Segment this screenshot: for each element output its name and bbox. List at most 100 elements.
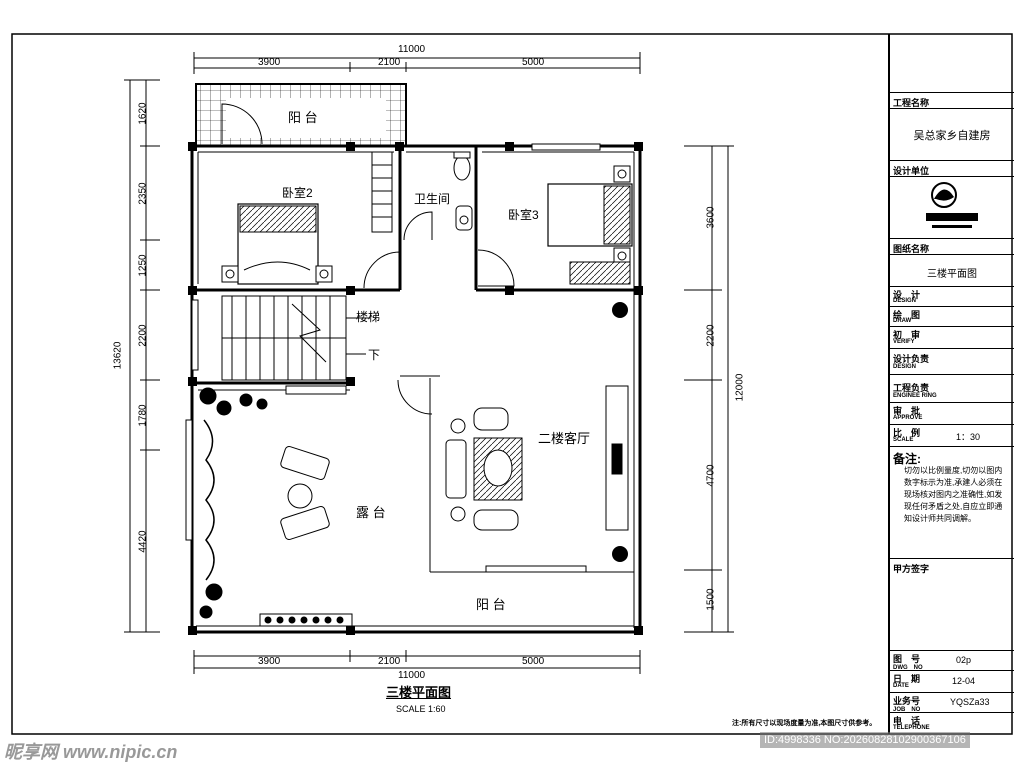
scale-label: 比 例 <box>893 428 921 438</box>
job-label: 业务号 <box>893 696 921 706</box>
staircase <box>221 295 370 381</box>
tb-logo-row <box>890 176 1014 239</box>
remarks-label: 备注: <box>893 452 921 466</box>
terrace-plants <box>199 385 353 627</box>
dwg-label: 图 号 <box>893 654 921 664</box>
drawing-name: 三楼平面图 <box>927 269 977 280</box>
label-bathroom: 卫生间 <box>414 192 451 206</box>
dim-left-seg2: 2350 <box>137 182 149 205</box>
client-sign-label: 甲方签字 <box>893 564 930 574</box>
approve-label: 审 批 <box>893 406 921 416</box>
bed-bedroom2 <box>221 203 333 285</box>
drawing-scale: SCALE 1:60 <box>396 704 446 714</box>
label-down: 下 <box>368 348 381 362</box>
design-unit-label: 设计单位 <box>893 166 930 176</box>
dim-left-seg5: 1780 <box>137 404 149 427</box>
tel-en: TELEPHONE <box>893 725 930 731</box>
wardrobe-bedroom3 <box>569 261 631 285</box>
remarks-text: 切勿以比例量度,切勿以图内数字标示为准,承建人必须在现场核对图内之准确性,如发现… <box>904 466 1003 523</box>
tb-unit-label-row: 设计单位 <box>890 160 1014 177</box>
tb-remarks-row: 备注: 切勿以比例量度,切勿以图内数字标示为准,承建人必须在现场核对图内之准确性… <box>890 446 1014 559</box>
eng-lead-en: ENGINEE RING <box>893 393 937 399</box>
scale-value: 1：30 <box>956 432 981 442</box>
bathroom-fixtures <box>403 151 473 241</box>
tb-verify-row: 初 审 VERIFY <box>890 326 1014 349</box>
dim-top-total: 11000 <box>398 44 426 55</box>
dim-left-seg4: 2200 <box>137 324 149 347</box>
dim-right-seg4: 1500 <box>705 588 717 611</box>
dim-right-seg2: 2200 <box>705 324 717 347</box>
job-value: YQSZa33 <box>950 697 990 707</box>
dim-bottom-total: 11000 <box>398 670 426 681</box>
terrace-furniture <box>280 445 330 541</box>
tb-design-row: 设 计 DESIGN <box>890 286 1014 307</box>
dimension-left <box>124 79 160 633</box>
columns <box>188 142 643 635</box>
footnote: 注:所有尺寸以现场度量为准,本图尺寸供参考。 <box>732 720 877 727</box>
label-terrace: 露 台 <box>356 505 386 520</box>
dim-top-seg3: 5000 <box>522 57 545 68</box>
draw-label: 绘 图 <box>893 310 921 320</box>
company-logo-icon <box>926 182 978 228</box>
label-bedroom3: 卧室3 <box>508 208 539 222</box>
living-room-furniture <box>445 385 629 531</box>
tb-drawing-row: 三楼平面图 <box>890 254 1014 287</box>
dim-bottom-seg2: 2100 <box>378 656 401 667</box>
tel-label: 电 话 <box>893 716 921 726</box>
tb-design-lead-row: 设计负责 DESIGN <box>890 348 1014 375</box>
watermark-site: 昵享网 www.nipic.cn <box>4 742 178 762</box>
tb-job-row: 业务号 JOB NO YQSZa33 <box>890 692 1014 713</box>
wardrobe-bedroom2 <box>371 151 393 233</box>
drawing-title: 三楼平面图 <box>386 685 452 700</box>
tb-draw-row: 绘 图 DRAW <box>890 306 1014 327</box>
project-name-label: 工程名称 <box>893 98 930 108</box>
dwg-en: DWG NO <box>893 665 923 671</box>
verify-en: VERIFY <box>893 339 915 345</box>
dim-left-seg6: 4420 <box>137 530 149 553</box>
label-living-room: 二楼客厅 <box>538 431 591 446</box>
draw-en: DRAW <box>893 318 912 324</box>
dimension-bottom <box>193 650 641 674</box>
tb-scale-row: 比 例 SCALE 1：30 <box>890 424 1014 447</box>
dim-top-seg1: 3900 <box>258 57 281 68</box>
project-name: 吴总家乡自建房 <box>913 130 991 142</box>
label-balcony-top: 阳 台 <box>288 110 318 125</box>
tb-eng-lead-row: 工程负责 ENGINEE RING <box>890 374 1014 403</box>
tb-dwg-row: 图 号 DWG NO 02p <box>890 650 1014 671</box>
dim-bottom-seg3: 5000 <box>522 656 545 667</box>
tb-approve-row: 审 批 APPROVE <box>890 402 1014 425</box>
date-value: 12-04 <box>952 676 976 686</box>
dim-bottom-seg1: 3900 <box>258 656 281 667</box>
job-en: JOB NO <box>893 707 921 713</box>
tb-project-label-row: 工程名称 <box>890 92 1014 109</box>
dim-left-seg1: 1620 <box>137 102 149 125</box>
dim-right-total: 12000 <box>734 373 746 402</box>
title-block: 工程名称 吴总家乡自建房 设计单位 图纸名称 三楼平面图 设 计 DESIGN … <box>888 34 1014 734</box>
tb-date-row: 日 期 DATE 12-04 <box>890 670 1014 693</box>
dim-right-seg1: 3600 <box>705 206 717 229</box>
design-en: DESIGN <box>893 298 917 304</box>
tb-drawing-label-row: 图纸名称 <box>890 238 1014 255</box>
dim-top-seg2: 2100 <box>378 57 401 68</box>
bed-bedroom3 <box>547 165 633 265</box>
verify-label: 初 审 <box>893 330 921 340</box>
watermark-id: ID:4998336 NO:20260828102900367106 <box>760 732 970 748</box>
design-label: 设 计 <box>893 290 921 300</box>
tb-project-row: 吴总家乡自建房 <box>890 108 1014 161</box>
label-bedroom2: 卧室2 <box>282 186 313 200</box>
dwg-value: 02p <box>956 655 972 665</box>
scale-en: SCALE <box>893 437 914 443</box>
date-en: DATE <box>893 683 909 689</box>
label-balcony-bottom: 阳 台 <box>476 597 506 612</box>
dim-right-seg3: 4700 <box>705 464 717 487</box>
dimension-top <box>193 52 641 74</box>
design-lead-label: 设计负责 <box>893 354 930 364</box>
tb-tel-row: 电 话 TELEPHONE <box>890 712 1014 735</box>
dimension-right <box>684 145 734 633</box>
date-label: 日 期 <box>893 674 921 684</box>
drawing-name-label: 图纸名称 <box>893 244 930 254</box>
design-lead-en: DESIGN <box>893 364 917 370</box>
eng-lead-label: 工程负责 <box>893 383 930 393</box>
outer-border <box>11 33 1013 735</box>
